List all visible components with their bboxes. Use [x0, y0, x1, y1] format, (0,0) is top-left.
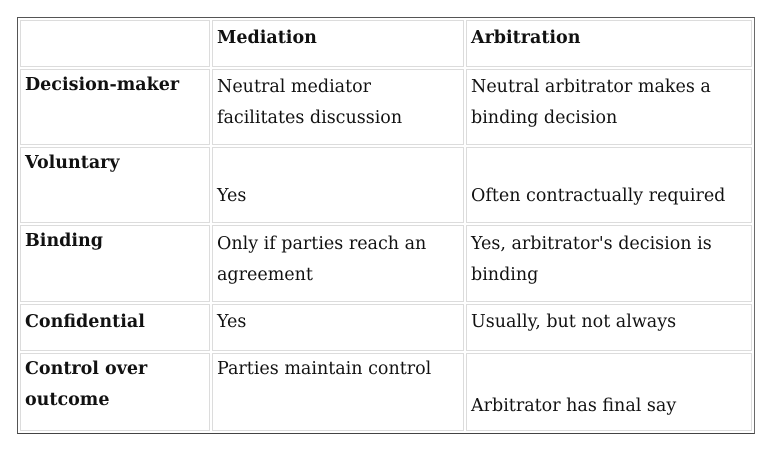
row-label-confidential: Confidential [20, 303, 210, 351]
arbitration-cell: Usually, but not always [466, 303, 752, 351]
table-row: Voluntary Yes Often contractually requir… [20, 147, 752, 224]
mediation-vs-arbitration-table: Mediation Arbitration Decision-maker Neu… [17, 17, 755, 434]
arbitration-cell: Neutral arbitrator makes a binding decis… [466, 69, 752, 146]
table-row: Binding Only if parties reach an agreeme… [20, 225, 752, 302]
table-row: Control over outcome Parties maintain co… [20, 352, 752, 431]
mediation-cell: Neutral mediator facilitates discussion [212, 69, 464, 146]
header-mediation: Mediation [212, 20, 464, 68]
table-row: Confidential Yes Usually, but not always [20, 303, 752, 351]
row-label-control-over-outcome: Control over outcome [20, 352, 210, 431]
header-arbitration: Arbitration [466, 20, 752, 68]
header-empty-cell [20, 20, 210, 68]
arbitration-cell: Often contractually required [466, 147, 752, 224]
table-header-row: Mediation Arbitration [20, 20, 752, 68]
mediation-cell: Yes [212, 147, 464, 224]
arbitration-cell: Yes, arbitrator's decision is binding [466, 225, 752, 302]
mediation-cell: Parties maintain control [212, 352, 464, 431]
arbitration-cell: Arbitrator has final say [466, 352, 752, 431]
row-label-decision-maker: Decision-maker [20, 69, 210, 146]
table-row: Decision-maker Neutral mediator facilita… [20, 69, 752, 146]
row-label-voluntary: Voluntary [20, 147, 210, 224]
mediation-cell: Only if parties reach an agreement [212, 225, 464, 302]
mediation-cell: Yes [212, 303, 464, 351]
row-label-binding: Binding [20, 225, 210, 302]
